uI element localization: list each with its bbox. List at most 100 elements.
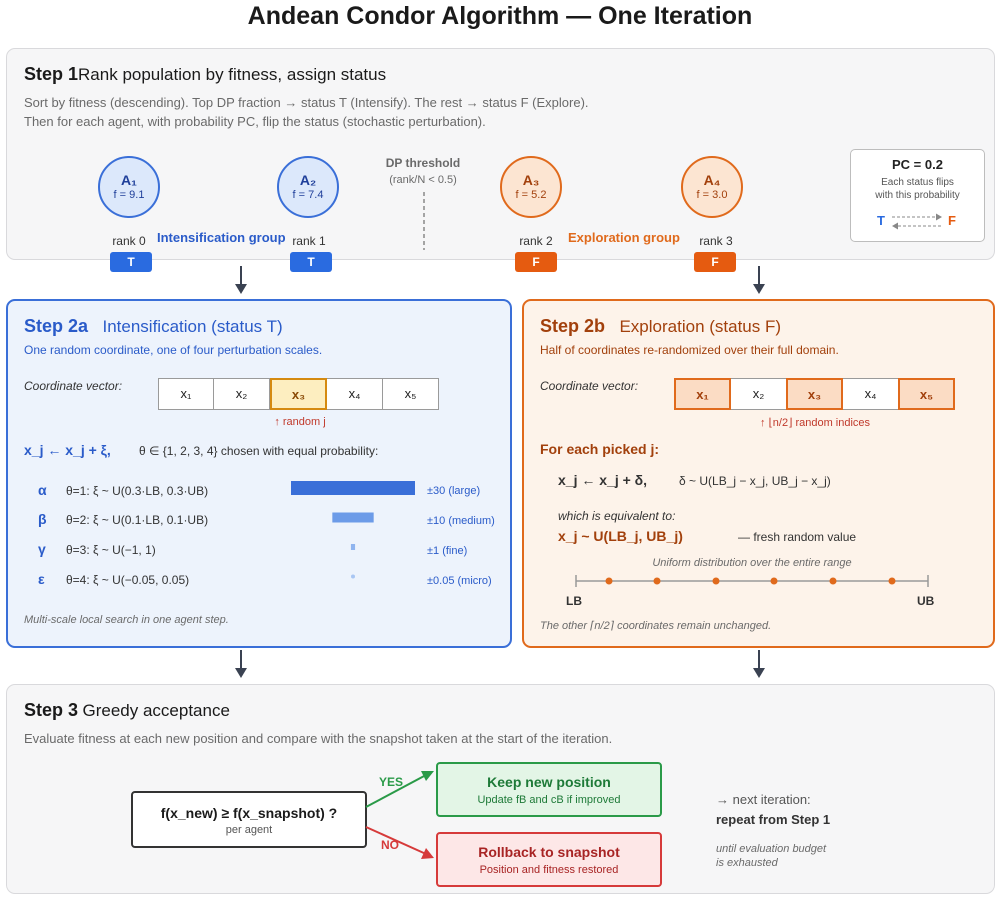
- agent-a3-rank: rank 2: [519, 234, 553, 248]
- agent-a4-node: A₄ f = 3.0: [681, 156, 743, 218]
- step2b-footnote: The other ⌈n/2⌉ coordinates remain uncha…: [540, 620, 772, 632]
- agent-a2-fitness: f = 7.4: [292, 189, 324, 201]
- step2b-delta-desc: δ ~ U(LB_j − x_j, UB_j − x_j): [679, 474, 831, 488]
- arrow-step1-to-step2a: [235, 266, 247, 294]
- step1-heading: Rank population by fitness, assign statu…: [78, 65, 387, 84]
- step2a-header: Step 2a Intensification (status T): [24, 316, 283, 337]
- agent-a3-name: A₃: [522, 172, 540, 188]
- no-label: NO: [381, 838, 399, 852]
- step2a-cell-x4: x₄: [327, 378, 383, 410]
- pc-info-box: [850, 149, 985, 242]
- exploration-group-label: Exploration group: [568, 230, 680, 245]
- agent-a2-name: A₂: [299, 172, 317, 188]
- agent-a3-status-badge: F: [515, 252, 557, 272]
- step2a-cell-x1: x₁: [158, 378, 214, 410]
- scale-epsilon-magnitude: ±0.05 (micro): [427, 575, 492, 587]
- scale-alpha-symbol: α: [38, 482, 47, 498]
- step2b-coordinate-vector: x₁ x₂ x₃ x₄ x₅: [674, 378, 955, 410]
- dp-threshold-condition: (rank/N < 0.5): [389, 174, 457, 186]
- scale-alpha-bar: [291, 481, 415, 495]
- scale-epsilon-symbol: ε: [38, 571, 45, 587]
- range-ub-label: UB: [917, 594, 935, 608]
- scale-gamma-bar: [350, 544, 356, 550]
- range-lb-label: LB: [566, 594, 582, 608]
- agent-a2-rank: rank 1: [292, 234, 326, 248]
- rollback-title: Rollback to snapshot: [478, 844, 620, 860]
- arrow-step2b-to-step3: [753, 650, 765, 678]
- step1-desc1: Sort by fitness (descending). Top DP fra…: [24, 95, 589, 110]
- agent-a1-rank: rank 0: [112, 234, 146, 248]
- rollback-box: Rollback to snapshot Position and fitnes…: [436, 832, 662, 887]
- step2a-cell-x3-selected: x₃: [270, 378, 327, 410]
- dp-threshold-line: [423, 192, 425, 250]
- step2b-equiv-formula: x_j ~ U(LB_j, UB_j): [558, 528, 683, 544]
- scale-alpha-magnitude: ±30 (large): [427, 485, 481, 497]
- step2b-heading: Exploration (status F): [619, 317, 782, 336]
- step2a-label: Step 2a: [24, 316, 89, 336]
- scale-gamma-symbol: γ: [38, 541, 46, 557]
- step3-header: Step 3 Greedy acceptance: [24, 700, 230, 721]
- dp-threshold-title: DP threshold: [385, 156, 461, 170]
- keep-title: Keep new position: [487, 774, 611, 790]
- step2a-panel: [6, 299, 512, 648]
- step3-desc: Evaluate fitness at each new position an…: [24, 731, 613, 746]
- next-iteration-line1: → next iteration:: [716, 792, 811, 807]
- step2b-pointer: ↑ ⌊n/2⌋ random indices: [759, 417, 871, 429]
- step2a-footnote: Multi-scale local search in one agent st…: [24, 614, 229, 626]
- step2b-formula: x_j ← x_j + δ,: [558, 472, 648, 488]
- agent-a4-fitness: f = 3.0: [696, 189, 728, 201]
- step2a-pointer: ↑ random j: [274, 416, 326, 428]
- step2b-picked-title: For each picked j:: [540, 441, 660, 457]
- arrow-step1-to-step2b: [753, 266, 765, 294]
- scale-magnitude-bars: [291, 481, 415, 579]
- until-budget-line2: is exhausted: [716, 857, 778, 869]
- step2a-coord-label: Coordinate vector:: [24, 379, 123, 393]
- step1-label: Step 1: [24, 64, 79, 84]
- pc-f-label: F: [948, 213, 956, 228]
- decision-box: f(x_new) ≥ f(x_snapshot) ? per agent: [131, 791, 367, 848]
- scale-gamma-rule: θ=3: ξ ~ U(−1, 1): [66, 543, 156, 557]
- scale-epsilon-bar: [351, 574, 355, 579]
- pc-t-label: T: [877, 213, 885, 228]
- scale-beta-symbol: β: [38, 511, 47, 527]
- diagram-title: Andean Condor Algorithm — One Iteration: [247, 2, 753, 30]
- step2b-panel: [522, 299, 995, 648]
- step2b-label: Step 2b: [540, 316, 606, 336]
- step2b-desc: Half of coordinates re-randomized over t…: [540, 343, 839, 357]
- scale-beta-magnitude: ±10 (medium): [427, 515, 495, 527]
- step2b-cell-x3-picked: x₃: [786, 378, 843, 410]
- step2b-header: Step 2b Exploration (status F): [540, 316, 781, 337]
- arrow-step2a-to-step3: [235, 650, 247, 678]
- rollback-sub: Position and fitness restored: [479, 864, 619, 876]
- step2a-cell-x5: x₅: [383, 378, 439, 410]
- agent-a1-node: A₁ f = 9.1: [98, 156, 160, 218]
- uniform-range-line: [575, 575, 929, 587]
- scale-beta-rule: θ=2: ξ ~ U(0.1·LB, 0.1·UB): [66, 513, 209, 527]
- step2a-coordinate-vector: x₁ x₂ x₃ x₄ x₅: [158, 378, 439, 410]
- step2a-heading: Intensification (status T): [102, 317, 283, 336]
- step2a-desc: One random coordinate, one of four pertu…: [24, 343, 323, 357]
- step2a-cell-x2: x₂: [214, 378, 270, 410]
- intensification-group-label: Intensification group: [157, 230, 286, 245]
- step2b-equiv-label: which is equivalent to:: [558, 509, 676, 523]
- agent-a1-fitness: f = 9.1: [113, 189, 145, 201]
- step1-desc2: Then for each agent, with probability PC…: [24, 114, 486, 129]
- step2b-cell-x1-picked: x₁: [674, 378, 731, 410]
- agent-a2-status-badge: T: [290, 252, 332, 272]
- next-iteration-line2: repeat from Step 1: [716, 812, 831, 827]
- decision-sub: per agent: [225, 824, 273, 836]
- uniform-distribution-label: Uniform distribution over the entire ran…: [652, 557, 852, 569]
- step1-header: Step 1Rank population by fitness, assign…: [24, 64, 386, 85]
- step2b-cell-x2: x₂: [731, 378, 786, 410]
- decision-branch-arrows: [365, 771, 434, 859]
- decision-condition: f(x_new) ≥ f(x_snapshot) ?: [160, 805, 338, 821]
- pc-title: PC = 0.2: [892, 157, 943, 172]
- agent-a4-name: A₄: [703, 172, 721, 188]
- pc-desc-line1: Each status flips: [881, 177, 954, 188]
- step3-heading: Greedy acceptance: [82, 701, 230, 720]
- keep-sub: Update fB and cB if improved: [477, 794, 621, 806]
- agent-a3-fitness: f = 5.2: [515, 189, 547, 201]
- agent-a2-node: A₂ f = 7.4: [277, 156, 339, 218]
- agent-a1-name: A₁: [121, 172, 137, 188]
- pc-flip-arrows-icon: [892, 213, 942, 230]
